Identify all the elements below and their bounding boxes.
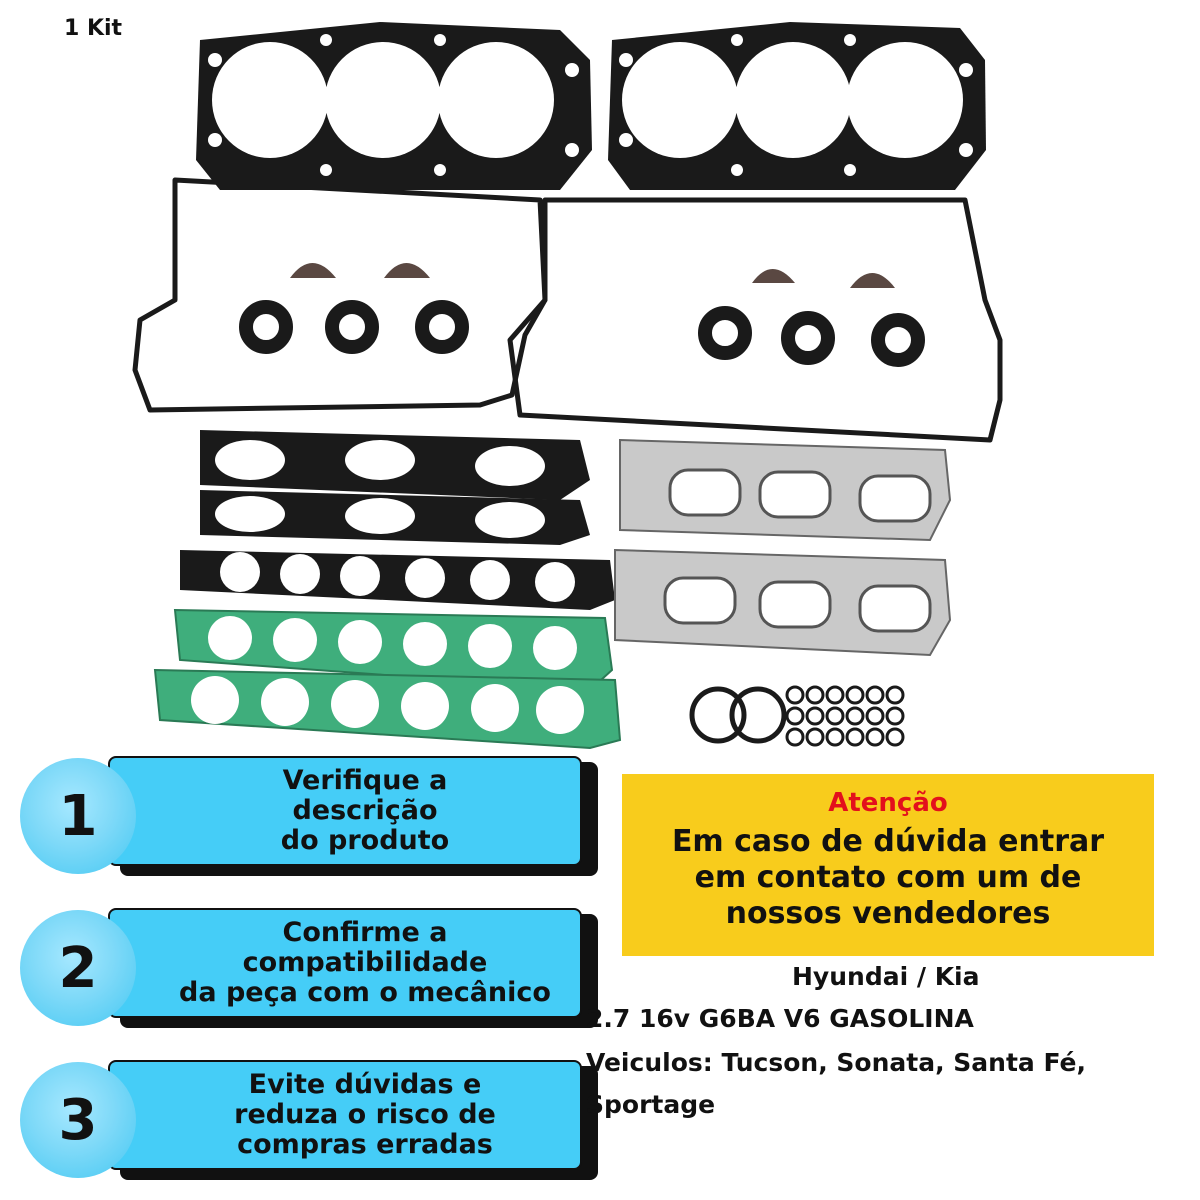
half-moon-plug <box>290 263 336 278</box>
step-text: Confirme a compatibilidade da peça com o… <box>179 917 551 1008</box>
attention-title: Atenção <box>828 788 948 818</box>
attention-box: Atenção Em caso de dúvida entrar em cont… <box>622 774 1154 956</box>
step-banner: Verifique a descrição do produto <box>108 756 582 866</box>
attention-body: Em caso de dúvida entrar em contato com … <box>671 824 1105 931</box>
valve-cover-gasket-right <box>507 197 1003 443</box>
step-number-badge: 1 <box>20 758 136 874</box>
half-moon-plug <box>384 263 430 278</box>
kit-quantity-label: 1 Kit <box>64 16 123 41</box>
step-banner: Confirme a compatibilidade da peça com o… <box>108 908 582 1018</box>
product-engine: 2.7 16v G6BA V6 GASOLINA <box>586 1004 974 1033</box>
step-3: Evite dúvidas e reduza o risco de compra… <box>20 1060 598 1180</box>
product-vehicles: Veiculos: Tucson, Sonata, Santa Fé, <box>586 1048 1087 1077</box>
step-2: Confirme a compatibilidade da peça com o… <box>20 908 598 1028</box>
gasket-kit-image <box>132 22 1003 750</box>
step-number: 1 <box>58 783 98 849</box>
o-rings <box>689 685 905 747</box>
step-number-badge: 3 <box>20 1062 136 1178</box>
product-brand: Hyundai / Kia <box>792 962 980 991</box>
valve-cover-gasket-left <box>132 177 548 413</box>
step-text: Evite dúvidas e reduza o risco de compra… <box>234 1069 496 1160</box>
oil-seals <box>239 300 925 367</box>
step-banner: Evite dúvidas e reduza o risco de compra… <box>108 1060 582 1170</box>
head-gasket-left <box>196 22 592 190</box>
step-number: 2 <box>58 935 98 1001</box>
half-moon-plug <box>752 269 795 283</box>
step-number-badge: 2 <box>20 910 136 1026</box>
head-gasket-right <box>608 22 986 190</box>
exhaust-gaskets <box>614 438 952 657</box>
step-number: 3 <box>58 1087 98 1153</box>
step-1: Verifique a descrição do produto 1 <box>20 756 598 876</box>
intake-gaskets-green <box>153 608 622 750</box>
step-text: Verifique a descrição do produto <box>280 765 450 856</box>
product-vehicles-cont: Sportage <box>586 1090 716 1119</box>
half-moon-plug <box>850 273 895 288</box>
